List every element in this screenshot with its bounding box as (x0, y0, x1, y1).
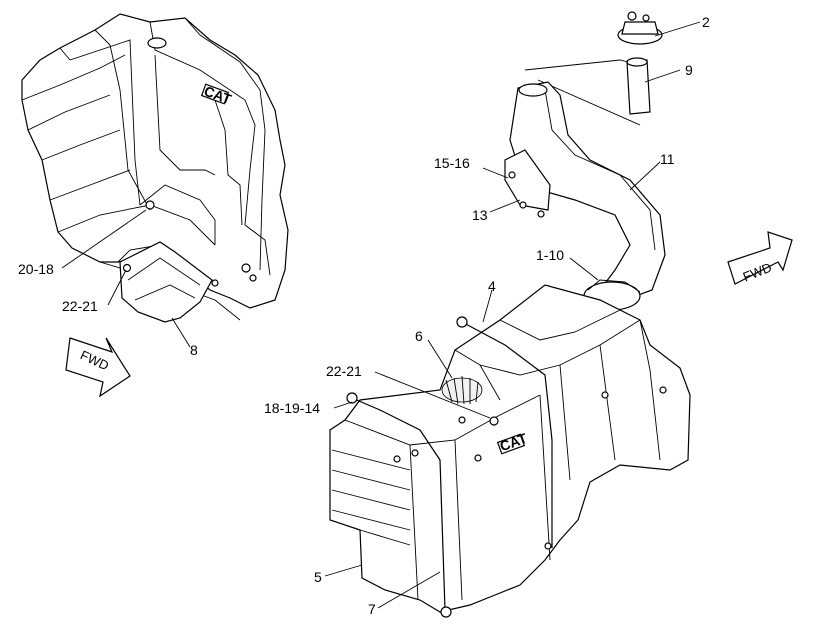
label-6: 6 (415, 328, 423, 344)
label-11: 11 (660, 151, 675, 167)
strainer-9 (626, 57, 651, 115)
guard-plate-8 (119, 241, 219, 323)
fwd-arrow-right: FWD (727, 231, 793, 285)
fuel-sender-2 (617, 11, 663, 45)
label-22-21-left: 22-21 (62, 298, 98, 314)
label-1-10: 1-10 (536, 247, 564, 263)
label-2: 2 (702, 14, 710, 30)
leader-lines (61, 21, 701, 609)
label-4: 4 (488, 278, 496, 294)
label-8: 8 (190, 342, 198, 358)
strap-4 (456, 316, 553, 548)
label-22-21-right: 22-21 (326, 363, 362, 379)
strap-7 (346, 392, 452, 618)
label-5: 5 (314, 569, 322, 585)
label-18-19-14: 18-19-14 (264, 400, 320, 416)
left-tank-assembly (21, 13, 289, 321)
label-20-18: 20-18 (18, 261, 54, 277)
label-13: 13 (472, 207, 488, 223)
label-9: 9 (685, 62, 693, 78)
label-15-16: 15-16 (434, 155, 470, 171)
fwd-arrow-left: FWD (65, 337, 131, 398)
breather-6 (441, 375, 483, 405)
filler-neck-11 (504, 81, 666, 301)
label-7: 7 (368, 601, 376, 617)
